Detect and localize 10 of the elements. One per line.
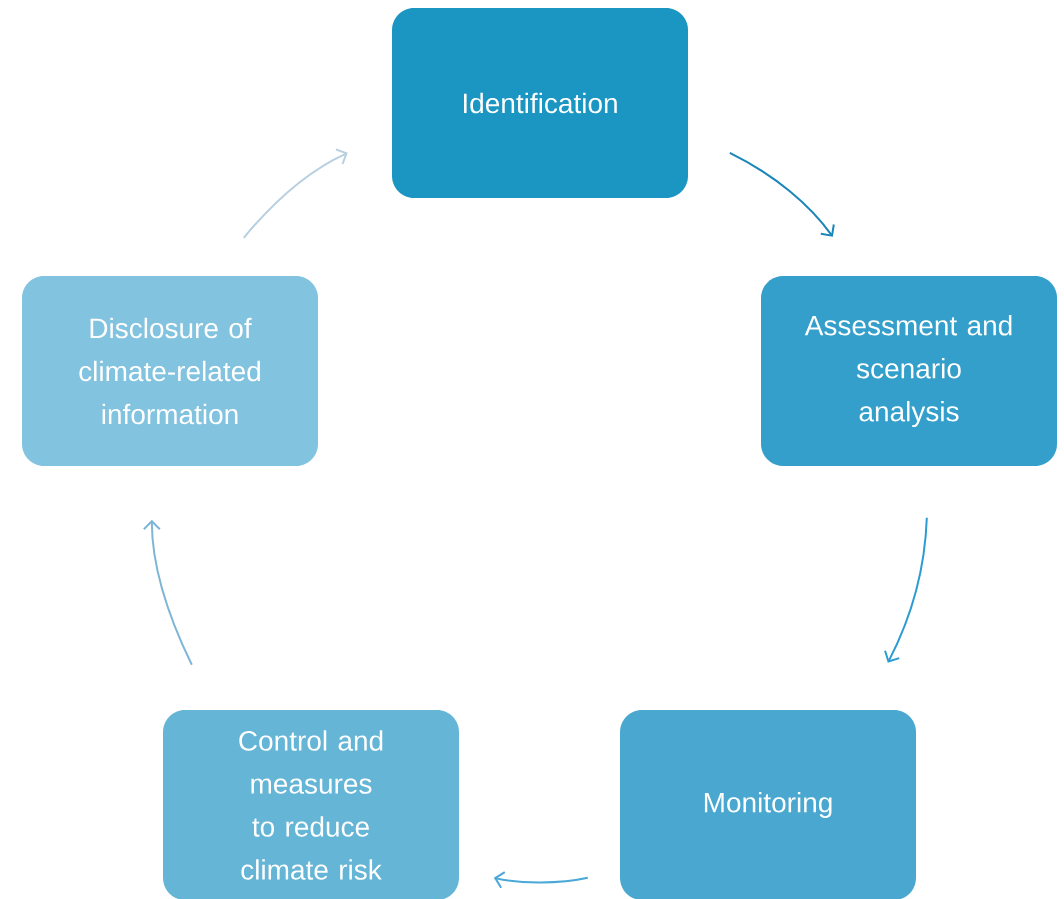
process-box: Monitoring [620, 710, 916, 899]
process-box: Control and measures to reduce climate risk [163, 710, 459, 899]
arrow [728, 151, 835, 237]
arrow [493, 871, 589, 889]
arrow [884, 516, 928, 663]
process-box: Assessment and scenario analysis [761, 276, 1057, 466]
process-box: Identification [392, 8, 688, 198]
process-box: Disclosure of climate-related information [22, 276, 318, 466]
arrow [142, 519, 193, 666]
arrow [242, 148, 348, 239]
